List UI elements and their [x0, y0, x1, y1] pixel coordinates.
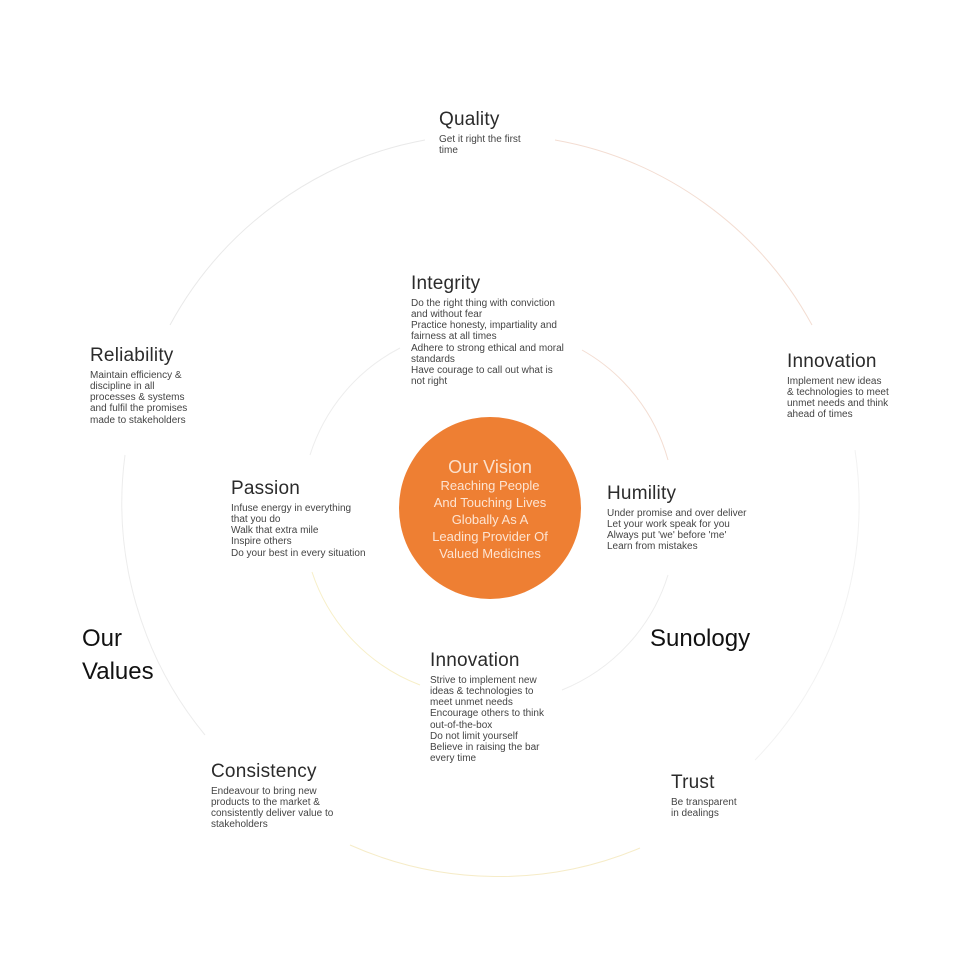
vision-line: Leading Provider Of — [432, 529, 548, 544]
value-text: consistently deliver value to — [211, 808, 334, 820]
value-text: in dealings — [671, 808, 719, 820]
outer-ring-arc-top-right — [554, 139, 813, 326]
value-text: Do the right thing with conviction — [411, 297, 555, 309]
value-title: Humility — [607, 483, 677, 504]
value-title: Consistency — [211, 761, 317, 782]
vision-line: Reaching People — [440, 478, 540, 493]
value-trust: Trust Be transparent in dealings — [671, 772, 737, 819]
vision-title: Our Vision — [448, 457, 532, 477]
value-integrity: Integrity Do the right thing with convic… — [411, 273, 564, 387]
value-text: and fulfil the promises — [90, 403, 188, 415]
value-title: Innovation — [430, 650, 520, 671]
value-text: ahead of times — [787, 409, 853, 421]
value-text: stakeholders — [211, 819, 268, 831]
value-quality: Quality Get it right the first time — [439, 109, 521, 156]
value-text: Adhere to strong ethical and moral — [411, 342, 564, 354]
value-text: Do your best in every situation — [231, 547, 366, 559]
inner-ring-arc-top-left — [309, 347, 401, 456]
value-text: Do not limit yourself — [430, 730, 518, 742]
value-text: every time — [430, 753, 477, 765]
value-text: Get it right the first — [439, 133, 521, 145]
value-text: that you do — [231, 514, 281, 526]
value-text: processes & systems — [90, 392, 185, 404]
value-text: Walk that extra mile — [231, 525, 319, 537]
inner-ring-arc-top-right — [581, 349, 669, 461]
inner-ring-arc-bottom-left — [311, 571, 421, 686]
value-text: Be transparent — [671, 796, 737, 808]
value-text: Strive to implement new — [430, 674, 537, 686]
value-text: Inspire others — [231, 536, 292, 548]
value-text: time — [439, 145, 458, 157]
value-innovation-outer: Innovation Implement new ideas & technol… — [787, 351, 889, 421]
value-text: products to the market & — [211, 797, 320, 809]
value-consistency: Consistency Endeavour to bring new produ… — [211, 761, 333, 831]
outer-ring-arc-bottom — [349, 844, 641, 878]
inner-ring-arc-bottom-right — [561, 574, 669, 691]
value-text: Have courage to call out what is — [411, 365, 553, 377]
outer-ring-arc-top — [169, 139, 426, 326]
value-text: Let your work speak for you — [607, 519, 730, 531]
value-text: meet unmet needs — [430, 697, 513, 709]
value-title: Reliability — [90, 345, 174, 366]
value-humility: Humility Under promise and over deliver … — [607, 483, 747, 553]
value-text: and without fear — [411, 309, 483, 321]
value-text: Believe in raising the bar — [430, 742, 540, 754]
value-text: ideas & technologies to — [430, 686, 534, 698]
vision-line: Valued Medicines — [439, 546, 541, 561]
value-title: Innovation — [787, 351, 877, 372]
value-passion: Passion Infuse energy in everything that… — [231, 478, 366, 559]
value-text: Practice honesty, impartiality and — [411, 320, 557, 332]
value-title: Integrity — [411, 273, 481, 294]
value-text: Under promise and over deliver — [607, 507, 747, 519]
outer-ring-arc-left — [121, 454, 206, 736]
our-values-label: Our Values — [82, 622, 154, 688]
value-text: Always put 'we' before 'me' — [607, 530, 727, 542]
value-text: Encourage others to think — [430, 708, 544, 720]
value-text: & technologies to meet — [787, 387, 889, 399]
value-text: Infuse energy in everything — [231, 502, 352, 514]
our-values-line: Values — [82, 658, 154, 685]
value-text: made to stakeholders — [90, 414, 186, 426]
value-title: Quality — [439, 109, 500, 130]
value-text: out-of-the-box — [430, 719, 493, 731]
vision-line: And Touching Lives — [433, 495, 547, 510]
value-title: Passion — [231, 478, 300, 499]
value-title: Trust — [671, 772, 715, 793]
value-text: standards — [411, 353, 455, 365]
value-reliability: Reliability Maintain efficiency & discip… — [90, 345, 187, 426]
value-text: Learn from mistakes — [607, 541, 698, 553]
our-values-line: Our — [82, 625, 123, 652]
value-text: discipline in all — [90, 381, 155, 393]
sunology-label: Sunology — [650, 625, 751, 652]
value-text: Implement new ideas — [787, 375, 882, 387]
value-text: unmet needs and think — [787, 398, 889, 410]
value-text: not right — [411, 376, 448, 388]
vision-line: Globally As A — [451, 512, 529, 527]
value-innovation-inner: Innovation Strive to implement new ideas… — [430, 650, 544, 764]
vision-circle: Our Vision Reaching People And Touching … — [399, 417, 581, 599]
outer-ring-arc-right — [754, 449, 860, 761]
value-text: fairness at all times — [411, 331, 497, 343]
value-text: Endeavour to bring new — [211, 785, 317, 797]
value-text: Maintain efficiency & — [90, 369, 182, 381]
